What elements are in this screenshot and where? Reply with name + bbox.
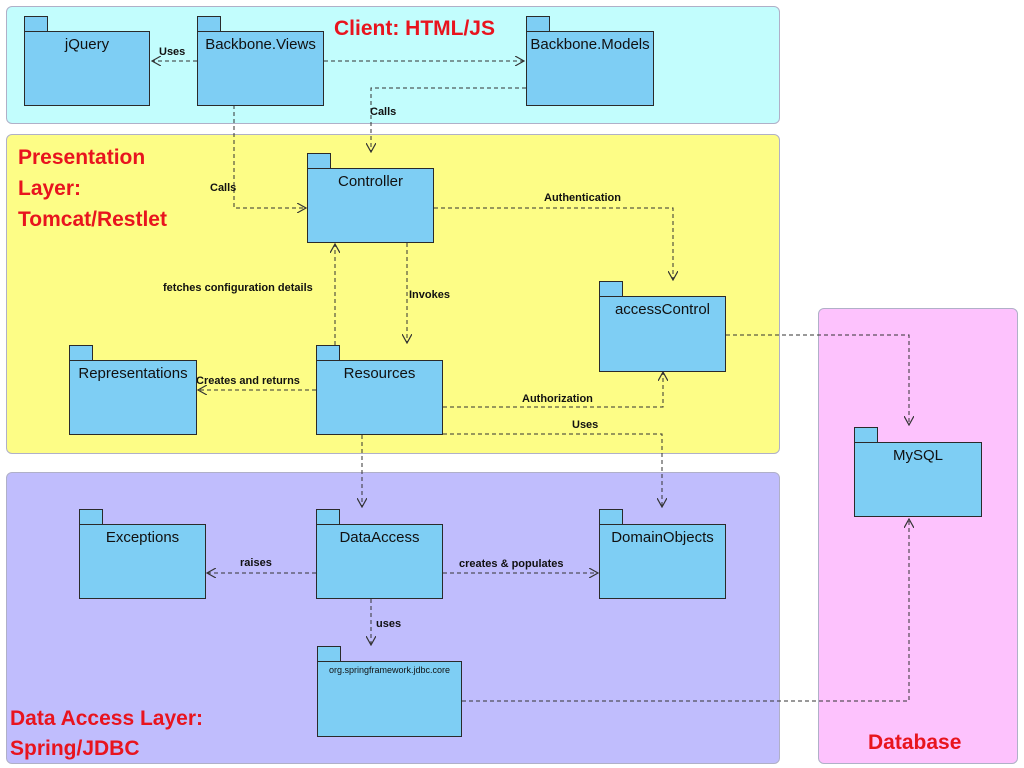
label-raises: raises [240, 557, 272, 569]
edge-resources-to-accesscontrol [443, 372, 663, 408]
edge-controller-to-accesscontrol [434, 207, 673, 280]
package-backbone-views: Backbone.Views [197, 16, 324, 106]
package-access-control-label: accessControl [614, 301, 711, 318]
label-uses-jquery: Uses [159, 46, 185, 58]
package-spring-jdbc: org.springframework.jdbc.core [317, 646, 462, 737]
package-exceptions-label: Exceptions [105, 529, 180, 546]
edge-resources-to-domainobjects [443, 433, 662, 507]
presentation-region-title-line-3: Tomcat/Restlet [18, 208, 167, 231]
package-spring-jdbc-label: org.springframework.jdbc.core [328, 665, 451, 675]
package-access-control: accessControl [599, 281, 726, 372]
package-domain-objects: DomainObjects [599, 509, 726, 599]
presentation-region-title-line-1: Presentation [18, 146, 146, 169]
label-uses-domain: Uses [572, 419, 598, 431]
client-region-title: Client: HTML/JS [334, 17, 495, 40]
label-uses-spring: uses [376, 618, 401, 630]
package-representations: Representations [69, 345, 197, 435]
package-controller-label: Controller [337, 173, 404, 190]
package-data-access: DataAccess [316, 509, 443, 599]
package-mysql-label: MySQL [892, 447, 943, 464]
edge-models-to-controller [371, 87, 526, 152]
package-resources: Resources [316, 345, 443, 435]
label-authentication: Authentication [544, 192, 621, 204]
package-backbone-views-label: Backbone.Views [205, 36, 316, 53]
package-controller: Controller [307, 153, 434, 243]
data-access-region-title-line-1: Data Access Layer: [10, 707, 203, 730]
label-authorization: Authorization [522, 393, 593, 405]
edge-spring-to-mysql [462, 519, 909, 702]
database-region-title: Database [868, 731, 962, 754]
package-exceptions: Exceptions [79, 509, 206, 599]
label-creates-and-returns: Creates and returns [196, 375, 300, 387]
package-backbone-models: Backbone.Models [526, 16, 654, 106]
data-access-region-title-line-2: Spring/JDBC [10, 737, 140, 760]
package-jquery-label: jQuery [64, 36, 110, 53]
package-domain-objects-label: DomainObjects [611, 529, 714, 546]
label-creates-populates: creates & populates [459, 558, 564, 570]
label-calls-models: Calls [370, 106, 396, 118]
presentation-region-title-line-2: Layer: [18, 177, 82, 200]
package-backbone-models-label: Backbone.Models [530, 36, 650, 53]
edge-accesscontrol-to-mysql [726, 334, 909, 425]
package-resources-label: Resources [343, 365, 416, 382]
label-invokes: Invokes [409, 289, 450, 301]
package-mysql: MySQL [854, 427, 982, 517]
data-access-region [6, 472, 780, 764]
package-jquery: jQuery [24, 16, 150, 106]
package-data-access-label: DataAccess [339, 529, 420, 546]
label-fetches-config: fetches configuration details [163, 282, 313, 294]
edge-views-to-controller [233, 105, 306, 208]
label-calls-views: Calls [210, 182, 236, 194]
database-region [818, 308, 1018, 764]
package-representations-label: Representations [78, 365, 188, 382]
